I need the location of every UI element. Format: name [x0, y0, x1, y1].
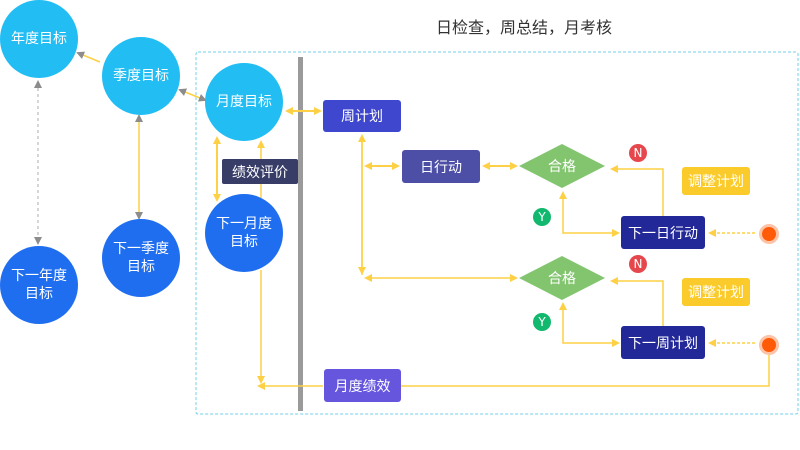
yes-badge-1: Y [533, 208, 551, 226]
adjust-plan-box-1[interactable]: 调整计划 [682, 167, 750, 195]
annual-goal-label: 年度目标 [11, 31, 67, 47]
next-month-goal-line1: 下一月度 [216, 216, 272, 232]
connector-performance-loop [400, 352, 770, 387]
next-annual-goal-line1: 下一年度 [11, 268, 67, 284]
next-daily-action-box[interactable]: 下一日行动 [621, 216, 705, 249]
qualified-diamond-2-shape [519, 256, 605, 300]
month-goal-label: 月度目标 [216, 94, 272, 110]
next-quarter-goal-line2: 目标 [127, 259, 155, 275]
next-month-goal-node[interactable]: 下一月度目标 [205, 194, 283, 272]
next-quarter-goal-node[interactable]: 下一季度目标 [102, 219, 180, 297]
next-annual-goal-line2: 目标 [25, 286, 53, 302]
qualified-diamond-1-shape [519, 144, 605, 188]
qualified-diamond-2[interactable]: 合格 [548, 271, 576, 287]
quarter-goal-node[interactable]: 季度目标 [102, 37, 180, 115]
qualified-diamond-1[interactable]: 合格 [548, 159, 576, 175]
annual-goal-node[interactable]: 年度目标 [0, 0, 78, 78]
connector-quarter-month [178, 88, 207, 102]
adjust-plan-box-2[interactable]: 调整计划 [682, 278, 750, 306]
connector-quarter-to-annual [76, 51, 101, 63]
divider-bar [298, 57, 303, 411]
no-badge-1: N [629, 144, 647, 162]
monthly-scope-frame [195, 51, 799, 415]
performance-review-box[interactable]: 绩效评价 [222, 159, 298, 184]
next-annual-goal-node[interactable]: 下一年度目标 [0, 246, 78, 324]
month-goal-node[interactable]: 月度目标 [205, 63, 283, 141]
quarter-goal-label: 季度目标 [113, 68, 169, 84]
daily-action-box[interactable]: 日行动 [402, 150, 480, 183]
yes-badge-2: Y [533, 313, 551, 331]
connector-next-daily-no [610, 165, 664, 216]
start-point-icon-1 [759, 224, 779, 244]
connector-next-weekly-yes [559, 302, 620, 347]
start-point-icon-2 [759, 335, 779, 355]
page-title: 日检查，周总结，月考核 [436, 18, 613, 37]
connector-next-daily-yes [559, 191, 620, 237]
no-badge-2: N [629, 255, 647, 273]
connector-next-weekly-no [610, 277, 664, 326]
weekly-plan-box[interactable]: 周计划 [323, 100, 401, 132]
next-quarter-goal-line1: 下一季度 [113, 241, 169, 257]
monthly-performance-box[interactable]: 月度绩效 [324, 369, 401, 402]
next-weekly-plan-box[interactable]: 下一周计划 [621, 326, 705, 359]
next-month-goal-line2: 目标 [230, 234, 258, 250]
